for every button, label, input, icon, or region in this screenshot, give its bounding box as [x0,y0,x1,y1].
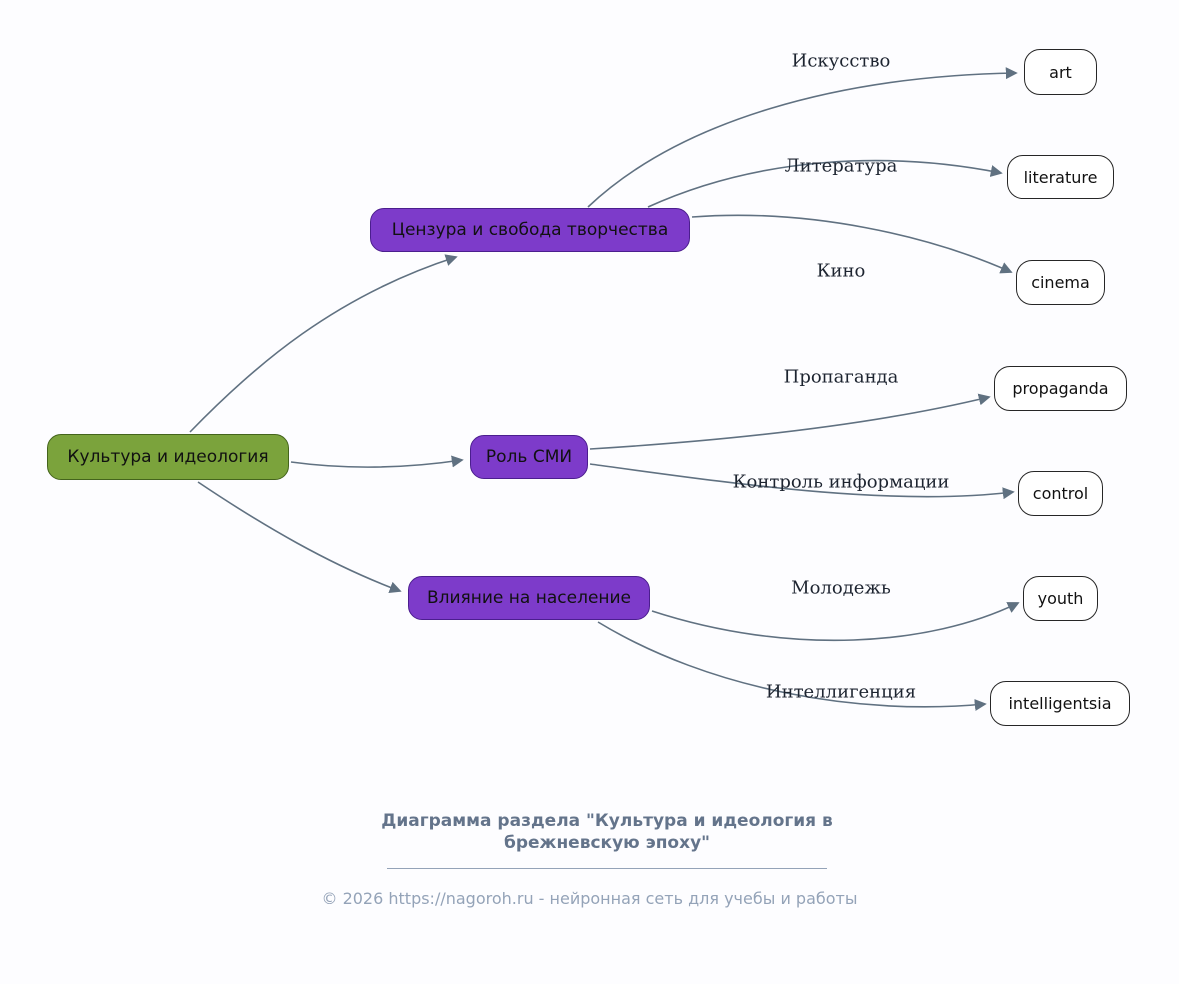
edge-censorship-to-cinema [691,214,1013,274]
leaf-node-literature: literature [1007,155,1114,199]
edge-label-art: Искусство [791,50,891,72]
edge-label-literature: Литература [784,155,898,177]
leaf-node-propaganda: propaganda [994,366,1127,411]
branch-node-media: Роль СМИ [470,435,588,479]
copyright-text: © 2026 https://nagoroh.ru - нейронная се… [321,889,858,908]
edge-label-propaganda: Пропаганда [783,366,899,388]
edge-influence-to-intelligentsia [597,621,987,711]
leaf-node-youth: youth [1023,576,1098,621]
edge-influence-to-youth [651,602,1020,642]
root-node-culture-ideology: Культура и идеология [47,434,289,480]
edge-label-control: Контроль информации [732,471,950,493]
branch-node-influence: Влияние на население [408,576,650,620]
edge-censorship-to-art [587,67,1018,208]
leaf-node-art: art [1024,49,1097,95]
leaf-node-cinema: cinema [1016,260,1105,305]
leaf-node-control: control [1018,471,1103,516]
edge-root-to-influence [197,481,402,594]
edge-label-intelligentsia: Интеллигенция [765,681,917,703]
edge-media-to-propaganda [589,393,991,450]
diagram-caption: Диаграмма раздела "Культура и идеология … [381,811,833,853]
edge-root-to-media [290,455,464,468]
edge-label-youth: Молодежь [791,577,891,599]
leaf-node-intelligentsia: intelligentsia [990,681,1130,726]
edge-censorship-to-literature [647,159,1003,208]
edge-media-to-control [589,463,1015,500]
edge-root-to-censorship [189,254,458,433]
edge-label-cinema: Кино [816,260,866,282]
footer-divider [387,868,827,869]
branch-node-censorship: Цензура и свобода творчества [370,208,690,252]
